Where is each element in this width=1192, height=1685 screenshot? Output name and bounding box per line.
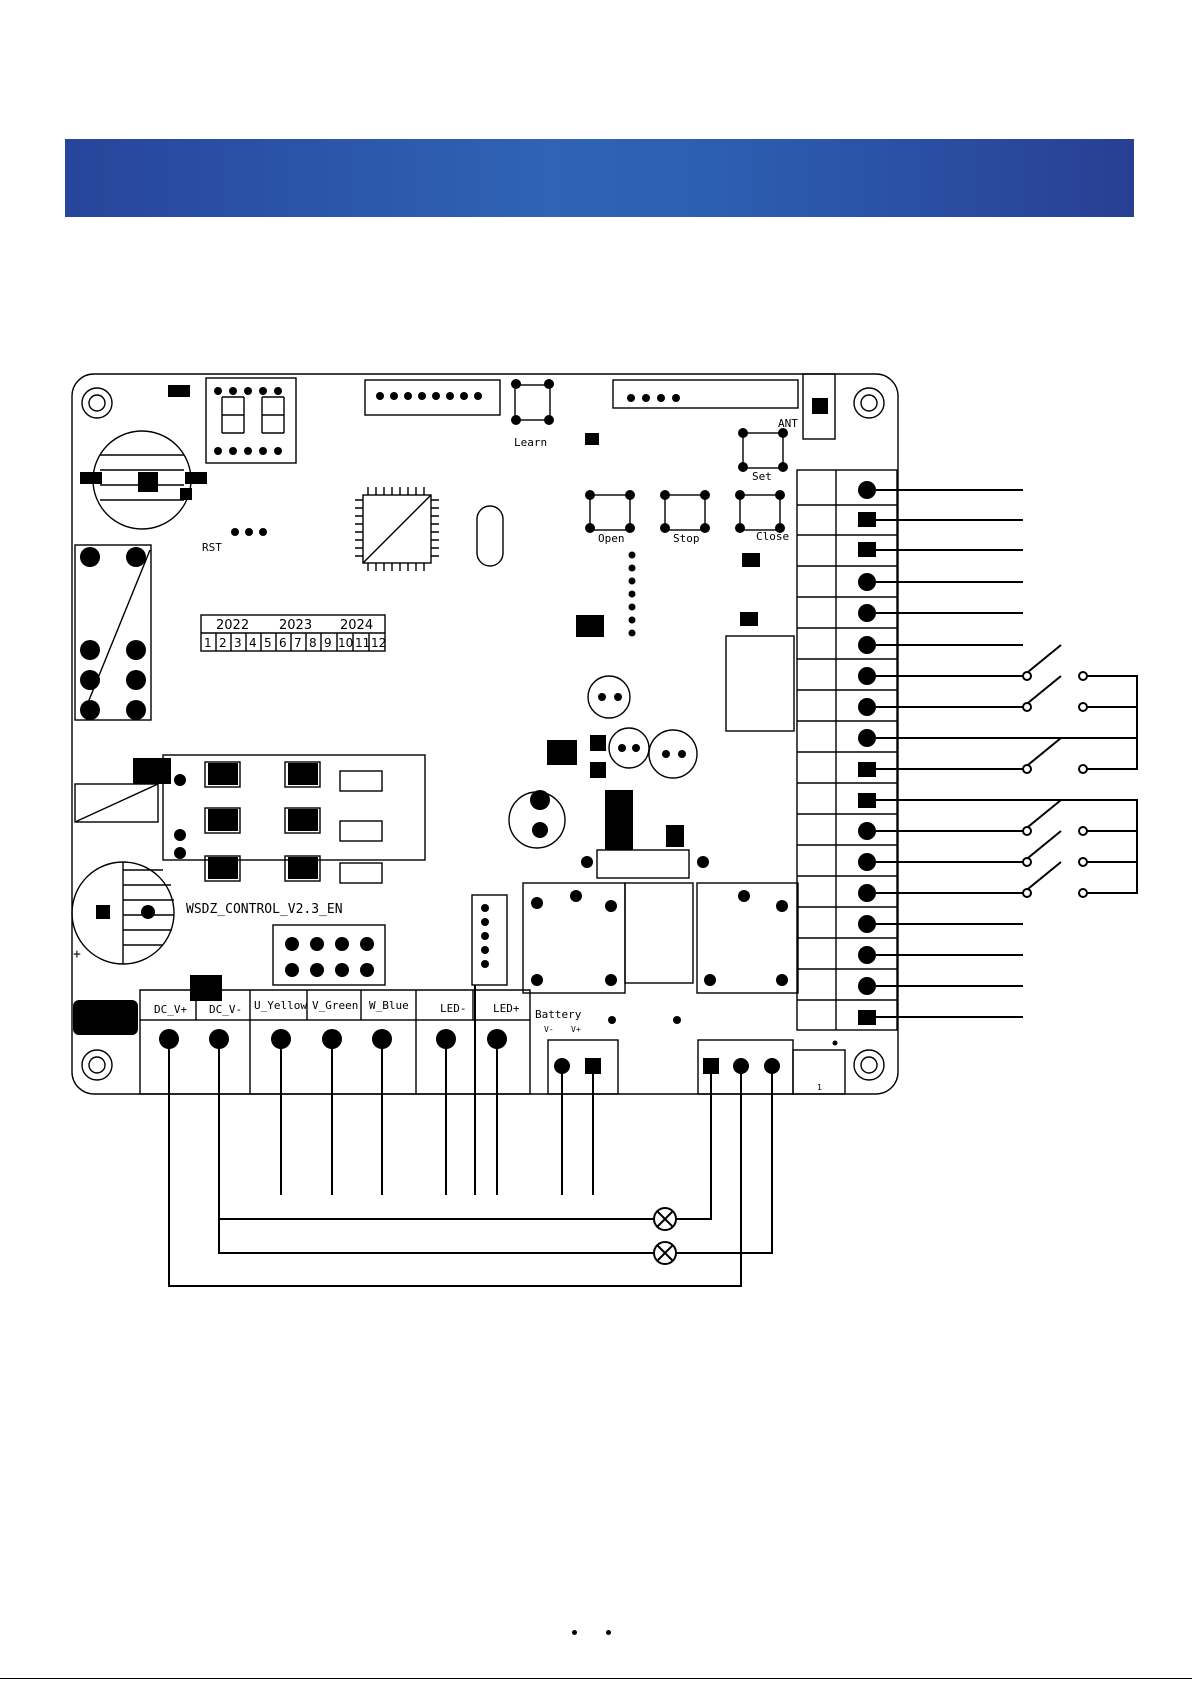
battery-pos-label: V+ <box>571 1025 581 1034</box>
relay-left <box>75 545 151 720</box>
mcu-chip <box>355 487 439 571</box>
terminal-label: DC_V- <box>209 1003 242 1016</box>
cap-1 <box>588 676 630 718</box>
board-model-label: WSDZ_CONTROL_V2.3_EN <box>186 902 343 917</box>
month-label: 2 <box>219 636 227 650</box>
month-label: 12 <box>371 636 386 650</box>
terminal-label: DC_V+ <box>154 1003 187 1016</box>
month-label: 9 <box>324 636 332 650</box>
right-wiring <box>876 490 1137 1017</box>
components-fill <box>73 379 838 1046</box>
battery-label: Battery <box>535 1008 582 1021</box>
close-button <box>740 495 780 530</box>
right-terminal-pads <box>858 481 876 1025</box>
shunt-3 <box>340 863 382 883</box>
stop-button <box>665 495 705 530</box>
month-label: 3 <box>234 636 242 650</box>
ant-label: ANT <box>778 417 798 430</box>
month-label: 1 <box>204 636 212 650</box>
power-resistor <box>597 850 689 878</box>
learn-button <box>515 385 550 420</box>
shunt-2 <box>340 821 382 841</box>
month-label: 6 <box>279 636 287 650</box>
cap-3 <box>649 730 697 778</box>
crystal <box>477 506 503 566</box>
set-button <box>743 433 783 468</box>
year-label: 2023 <box>279 618 312 633</box>
lamp-icons <box>654 1208 676 1264</box>
learn-label: Learn <box>514 436 547 449</box>
terminal-label: LED- <box>440 1002 467 1015</box>
shunt-1 <box>340 771 382 791</box>
right-terminal-strip <box>797 470 897 1030</box>
close-label: Close <box>756 530 789 543</box>
year-label: 2024 <box>340 618 373 633</box>
month-label: 11 <box>355 636 370 650</box>
bottom-wiring <box>169 985 772 1286</box>
open-button <box>590 495 630 530</box>
month-label: 7 <box>294 636 302 650</box>
electrolytic-capacitor-left <box>72 862 174 964</box>
footer-rule <box>0 1678 1192 1679</box>
terminal-one-label: 1 <box>817 1083 822 1092</box>
open-label: Open <box>598 532 625 545</box>
terminal-label: U_Yellow <box>254 999 307 1012</box>
terminal-label: LED+ <box>493 1002 520 1015</box>
page-dots <box>572 1630 632 1640</box>
top-connector-5pin <box>613 380 798 408</box>
battery-neg-label: V- <box>544 1025 554 1034</box>
stop-label: Stop <box>673 532 700 545</box>
terminal-label: W_Blue <box>369 999 409 1012</box>
cap-2 <box>609 728 649 768</box>
bottom-terminal-pads <box>159 1029 780 1074</box>
header-5pin-vertical <box>472 895 507 985</box>
switch-terminals <box>1023 672 1087 897</box>
relay-bottom-2 <box>625 883 693 983</box>
set-label: Set <box>752 470 772 483</box>
bottom-terminal-labels: DC_V+ DC_V- U_Yellow V_Green W_Blue LED-… <box>154 999 520 1016</box>
terminal-label: V_Green <box>312 999 358 1012</box>
relay-right-top <box>726 636 794 731</box>
month-label: 10 <box>338 636 353 650</box>
month-label: 5 <box>264 636 272 650</box>
month-label: 4 <box>249 636 257 650</box>
plus-sign: + <box>73 947 81 962</box>
month-label: 8 <box>309 636 317 650</box>
year-label: 2022 <box>216 618 249 633</box>
rst-label: RST <box>202 541 222 554</box>
